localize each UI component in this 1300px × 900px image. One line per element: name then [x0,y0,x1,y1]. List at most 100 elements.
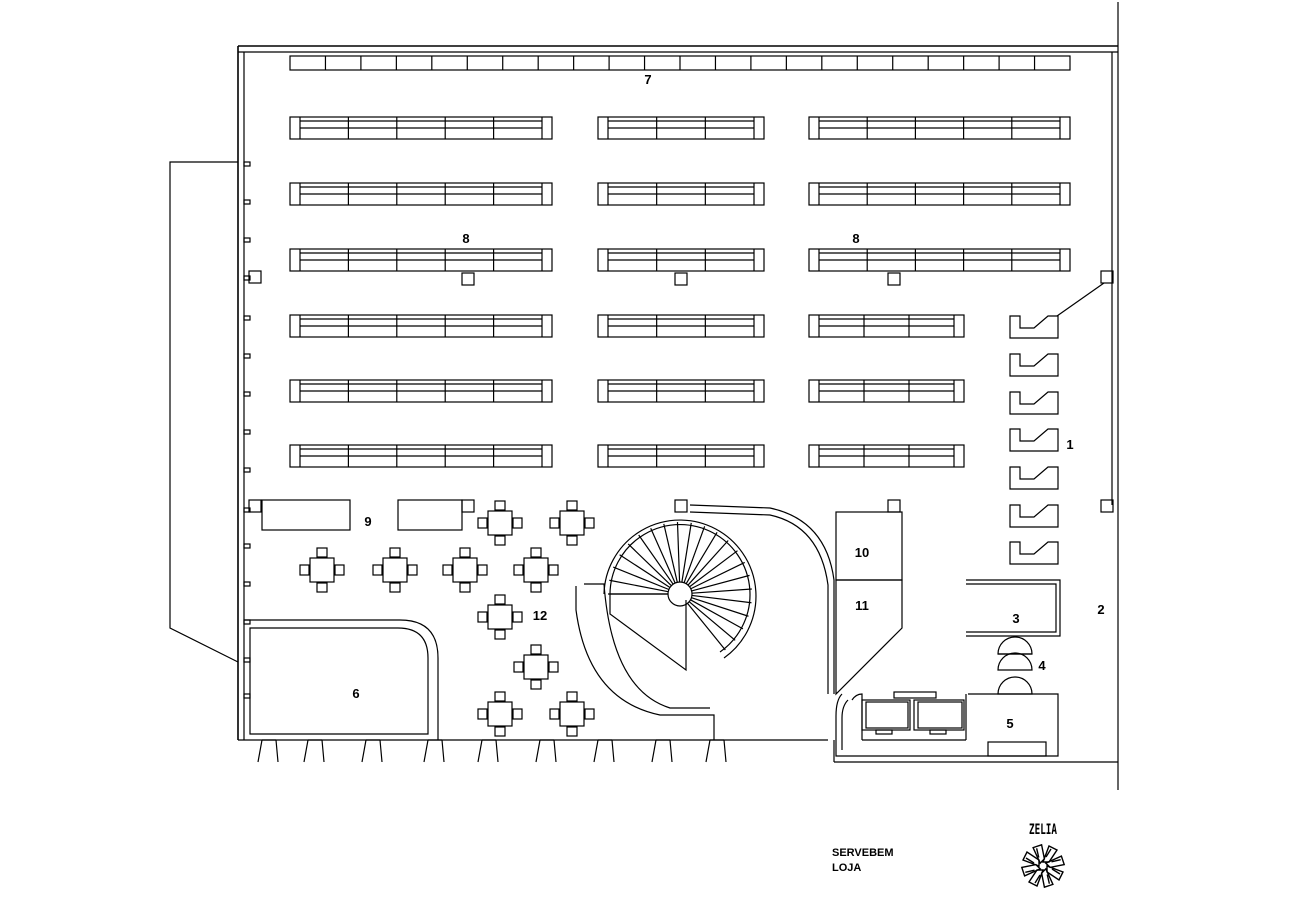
checkout-counters [1009,315,1059,565]
wall-stud [243,237,251,243]
label-room-11: 11 [855,598,869,613]
stair-tread [683,526,706,583]
wall-stud [243,467,251,473]
rosette-petal [1032,843,1046,865]
checkout-counter [1009,504,1059,528]
wall-stud [243,693,251,699]
wall-stud [243,581,251,587]
mullion [303,739,325,763]
stair-tread [691,597,749,617]
gondola [808,444,965,468]
checkout-counter [1009,315,1059,339]
cafe-table [372,547,418,593]
stair-tread [685,531,718,585]
counter-leader-line [1056,282,1105,317]
mullion [593,739,615,763]
wall-stud [243,429,251,435]
curved-partition [575,504,835,740]
label-cafe: 12 [533,608,547,623]
checkout-counter [1009,391,1059,415]
cafe-table [299,547,345,593]
wall-studs [243,161,251,699]
stair-tread [663,523,678,583]
checkout-counter [1009,466,1059,490]
gondola [597,116,765,140]
spiral-staircase [603,519,757,672]
wall-stud [243,199,251,205]
stair-tread [691,574,750,592]
gondola [597,182,765,206]
gondola [808,116,1071,140]
stair-tread [650,527,676,584]
stair-tread [690,561,745,590]
stair-tread [687,602,726,651]
stair-tread [613,566,670,591]
title-line-1: SERVEBEM [832,847,894,859]
cafe-table [477,594,523,640]
stair-tread [687,540,729,586]
wall-stud [243,161,251,167]
stair-tread [638,534,674,585]
label-wall-shelving: 7 [644,72,651,87]
stair-tread [691,594,752,604]
service-rooms [835,511,903,696]
label-desk: 3 [1012,611,1019,626]
cafe-tables [299,500,595,737]
wall-stud [243,275,251,281]
gondola [289,444,553,468]
label-office: 5 [1006,716,1013,731]
mullion [705,739,727,763]
stair-tread [681,522,692,583]
gondola-shelves [289,116,1071,468]
office-room [835,691,1059,757]
mullion [477,739,499,763]
mullion [651,739,673,763]
exterior-walls [169,2,1119,790]
gondola [808,379,965,403]
title-line-2: LOJA [832,862,861,874]
reception-desk [966,579,1061,637]
wall-stud [243,353,251,359]
gondola [289,116,553,140]
logo-wordmark: ZELIA [1029,822,1057,838]
facade-mullions [257,739,727,763]
stair-tread [676,522,681,583]
stair-core [667,581,693,607]
label-gondolas-right: 8 [852,231,859,246]
checkout-counter [1009,353,1059,377]
stair-tread [691,588,752,594]
stair-tread [690,599,744,630]
wall-stud [243,657,251,663]
wall-stud [243,543,251,549]
gondola [808,248,1071,272]
wall-stud [243,391,251,397]
room-labels: 1 2 3 4 5 6 7 8 8 9 10 11 12 [352,72,1104,731]
title-block: SERVEBEM LOJA [832,847,894,874]
gondola [289,182,553,206]
mullion [257,739,279,763]
stair-tread [689,550,738,588]
gondola [597,248,765,272]
mullion [361,739,383,763]
cafe-table [477,691,523,737]
rosette-logo-icon [1020,843,1066,889]
wall-stud [243,507,251,513]
cafe-table [477,500,523,546]
cafe-table [549,691,595,737]
gondola [808,314,965,338]
gondola [597,314,765,338]
mullion [423,739,445,763]
cafe-table [549,500,595,546]
stair-lower-flight [609,594,687,672]
stair-outer-rail [609,523,751,653]
stair-tread [688,601,736,641]
brand-logo: ZELIA [1020,822,1066,889]
stair-tread [619,554,671,588]
mullion [535,739,557,763]
checkout-counter [1009,541,1059,565]
label-stools: 4 [1038,658,1046,673]
label-gondolas-left: 8 [462,231,469,246]
stair-outer-rail-2 [603,519,757,659]
label-room-10: 10 [855,545,869,560]
